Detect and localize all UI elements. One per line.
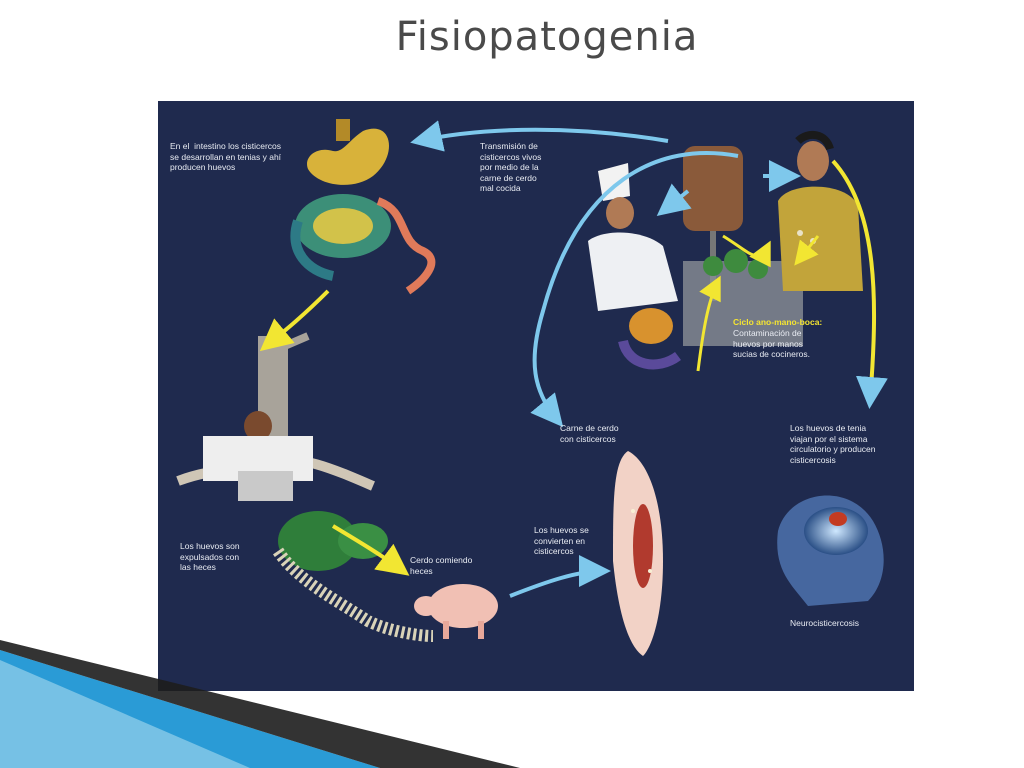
label-pork: Carne de cerdo con cisticercos — [560, 423, 619, 444]
lifecycle-illustration — [176, 119, 888, 656]
intestine-illustration — [290, 119, 436, 295]
footer-decoration — [0, 640, 520, 768]
pig-illustration — [414, 584, 498, 639]
label-eggs-travel: Los huevos de tenia viajan por el sistem… — [790, 423, 876, 465]
slide-title: Fisiopatogenia — [395, 14, 699, 60]
label-eggs-expelled: Los huevos son expulsados con las heces — [180, 541, 240, 572]
label-pig-eating: Cerdo comiendo heces — [410, 555, 473, 576]
label-intestine: En el intestino los cisticercos se desar… — [170, 141, 282, 172]
cycle-arrows — [259, 120, 888, 598]
brain-head-illustration — [777, 495, 884, 606]
label-eggs-convert: Los huevos se convierten en cisticercos — [534, 525, 589, 556]
person-eating-illustration — [778, 130, 863, 291]
diagram-panel: En el intestino los cisticercos se desar… — [158, 101, 914, 691]
label-neuro: Neurocisticercosis — [790, 618, 859, 628]
label-cycle-text: Contaminación de huevos por manos sucias… — [733, 328, 811, 359]
tree-person-illustration — [176, 332, 375, 501]
label-cycle-title: Ciclo ano-mano-boca: — [733, 317, 823, 327]
label-transmission: Transmisión de cisticercos vivos por med… — [480, 141, 542, 193]
pork-carcass-illustration — [613, 451, 663, 656]
